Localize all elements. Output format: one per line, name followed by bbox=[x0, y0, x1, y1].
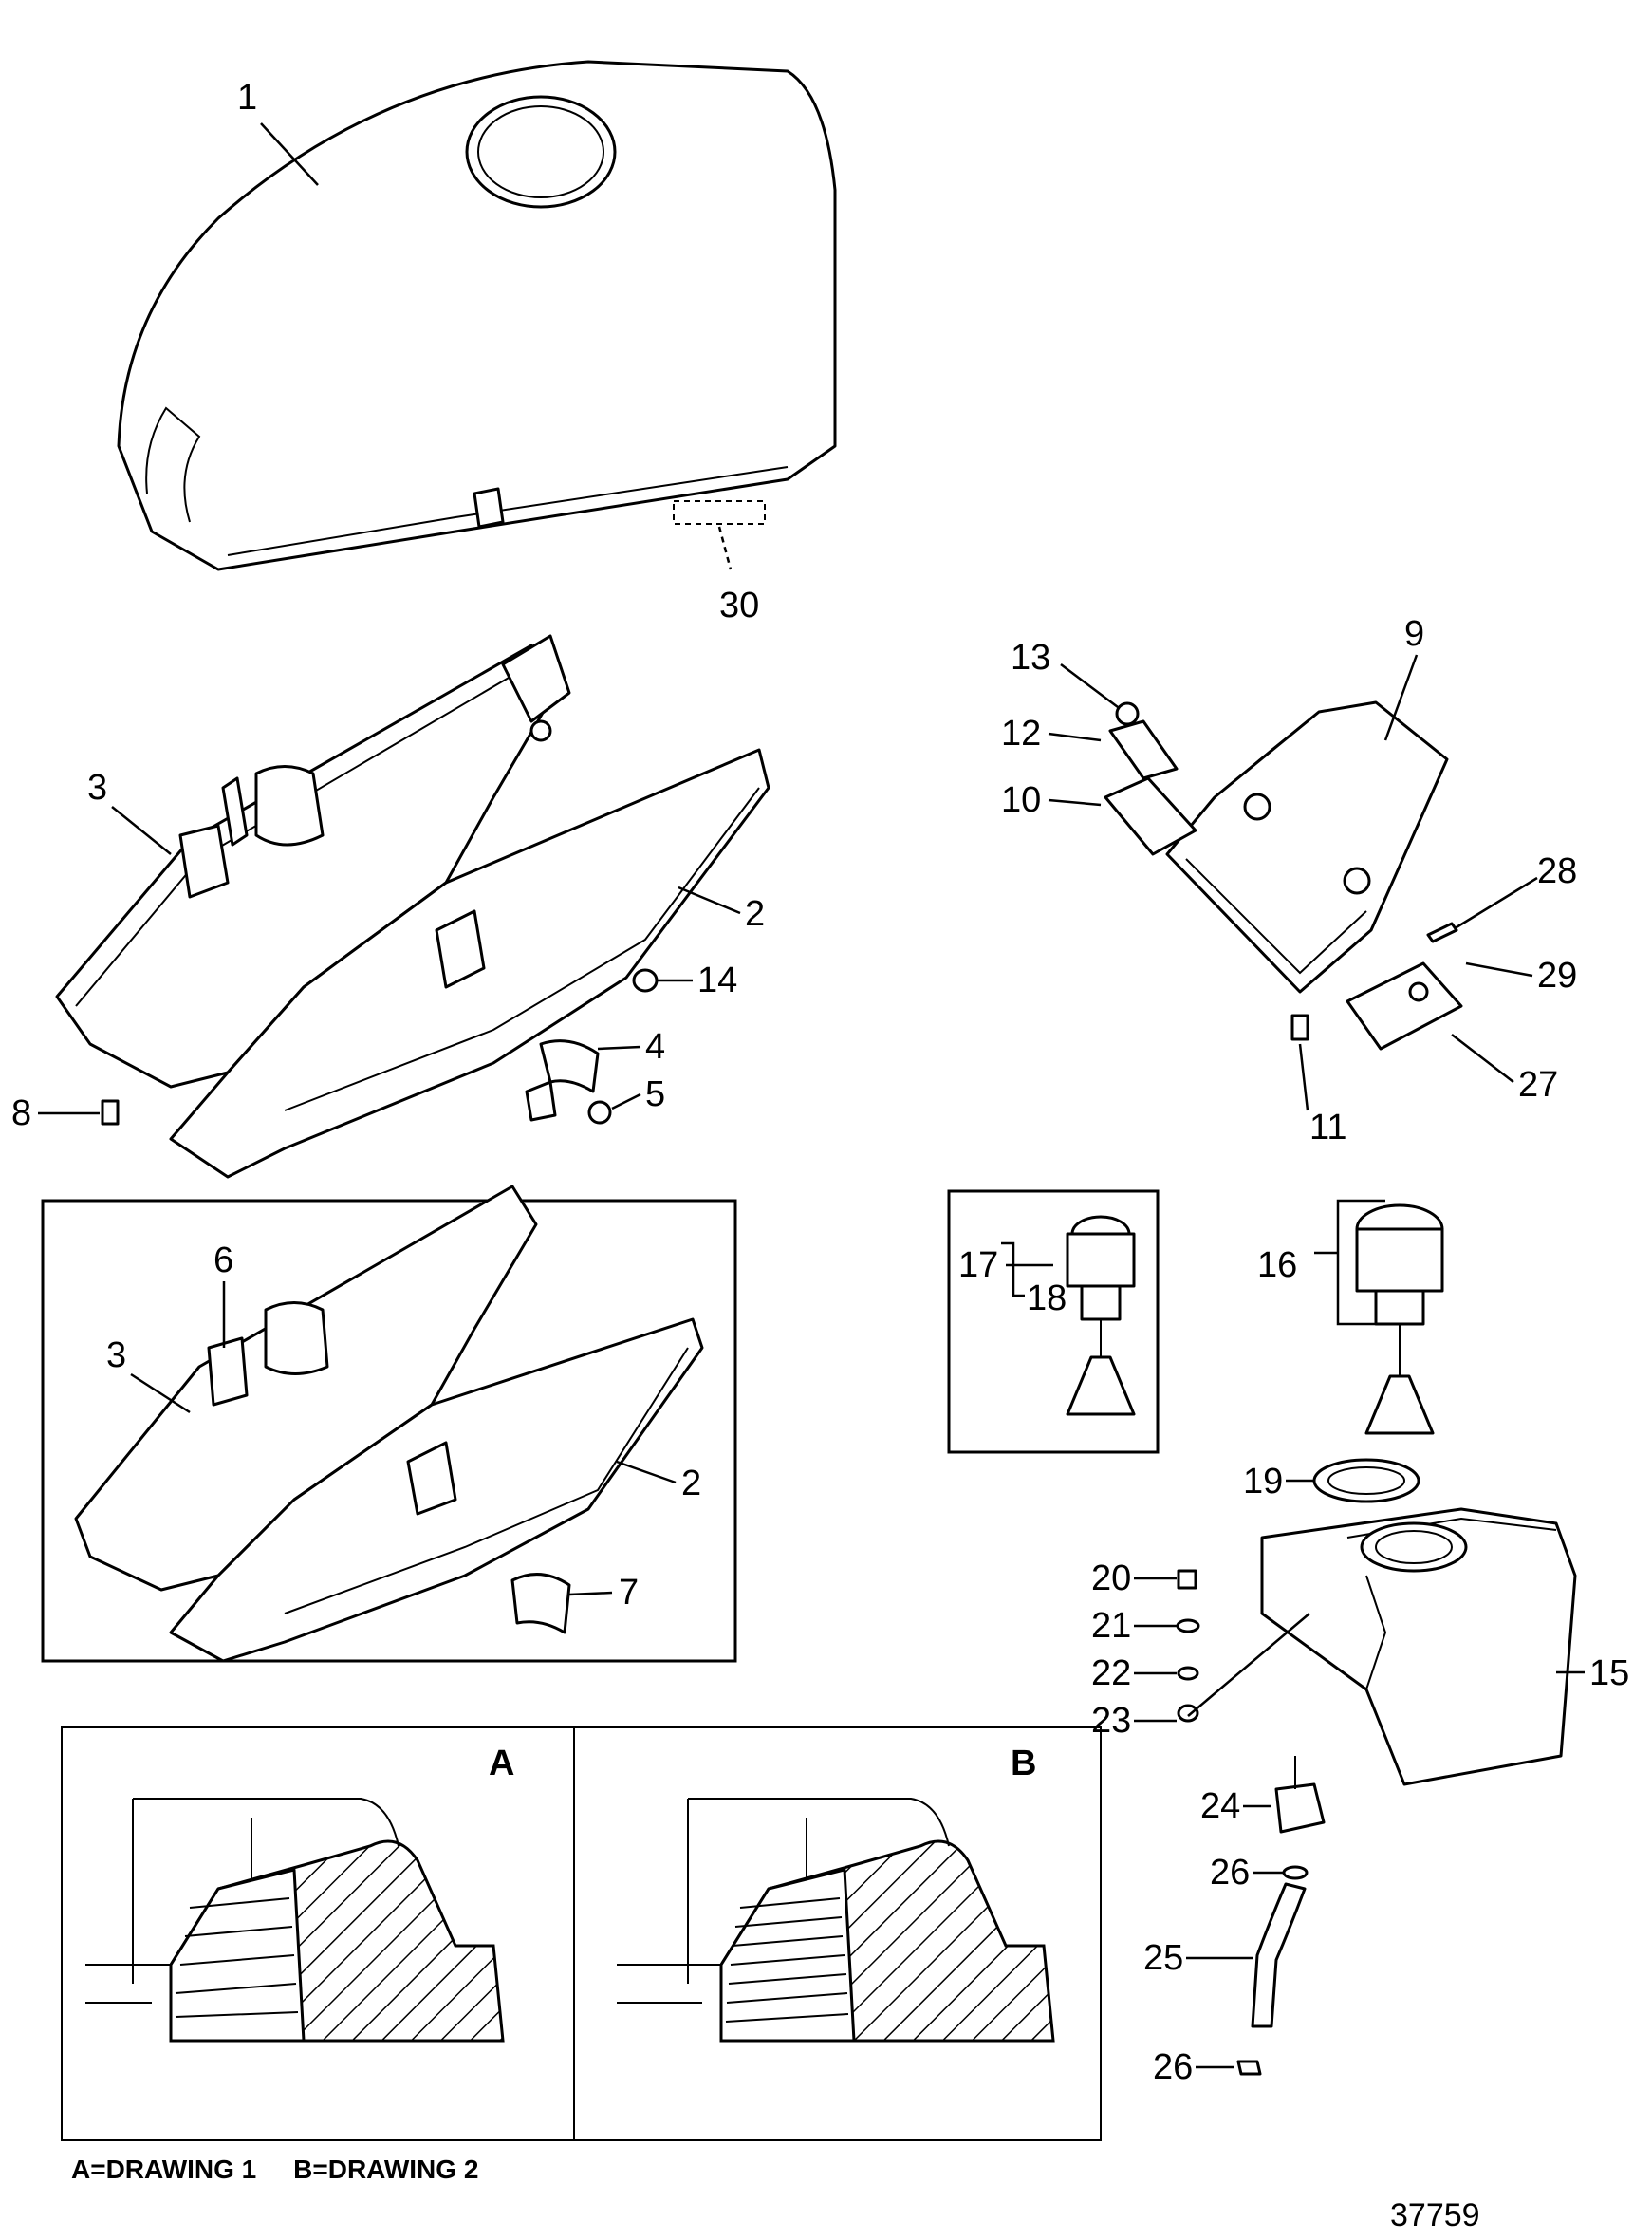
svg-text:22: 22 bbox=[1091, 1653, 1131, 1693]
svg-text:28: 28 bbox=[1537, 851, 1577, 891]
fuel-cap-variant-box: 17 18 bbox=[947, 1189, 1160, 1454]
decal-placeholder: 30 bbox=[673, 500, 766, 625]
svg-text:7: 7 bbox=[619, 1573, 639, 1613]
svg-text:23: 23 bbox=[1091, 1701, 1131, 1741]
svg-text:27: 27 bbox=[1518, 1065, 1558, 1105]
svg-text:3: 3 bbox=[106, 1335, 126, 1375]
svg-text:20: 20 bbox=[1091, 1558, 1131, 1598]
top-cowl bbox=[117, 60, 837, 571]
svg-text:10: 10 bbox=[1001, 780, 1041, 820]
svg-text:2: 2 bbox=[681, 1464, 701, 1503]
callouts-inset: 6 3 2 7 bbox=[106, 1241, 701, 1613]
svg-text:6: 6 bbox=[213, 1241, 233, 1280]
svg-text:17: 17 bbox=[958, 1245, 998, 1285]
callouts-fuel-tank: 19 15 20 21 22 23 24 26 25 26 bbox=[1091, 1462, 1629, 2087]
svg-text:14: 14 bbox=[697, 961, 737, 1000]
svg-text:9: 9 bbox=[1404, 614, 1424, 654]
svg-text:15: 15 bbox=[1589, 1653, 1629, 1693]
svg-text:1: 1 bbox=[237, 78, 257, 118]
detail-panels: A B bbox=[61, 1726, 1102, 2141]
svg-text:18: 18 bbox=[1027, 1278, 1067, 1318]
svg-text:2: 2 bbox=[745, 894, 765, 934]
callouts-mount: 9 13 12 10 11 28 29 27 bbox=[1001, 614, 1577, 1147]
svg-text:4: 4 bbox=[645, 1027, 665, 1067]
callout-1: 1 bbox=[237, 78, 319, 186]
svg-text:26: 26 bbox=[1153, 2047, 1193, 2087]
tank-gasket bbox=[1312, 1458, 1420, 1503]
svg-text:24: 24 bbox=[1200, 1786, 1240, 1826]
fuel-cap: 16 bbox=[1257, 1199, 1444, 1435]
fuel-tank bbox=[1260, 1458, 1577, 1786]
svg-text:8: 8 bbox=[11, 1093, 31, 1133]
mount-bracket bbox=[1165, 700, 1449, 994]
svg-text:26: 26 bbox=[1210, 1853, 1250, 1893]
panel-b-label: B bbox=[1011, 1744, 1036, 1783]
panel-a-label: A bbox=[489, 1744, 514, 1783]
callouts-bottom-cowl: 3 2 14 4 5 8 bbox=[11, 768, 765, 1133]
inset-variant-box bbox=[41, 1185, 737, 1663]
svg-text:29: 29 bbox=[1537, 956, 1577, 996]
svg-text:19: 19 bbox=[1243, 1462, 1283, 1502]
svg-text:30: 30 bbox=[719, 586, 759, 625]
drawing-number: 37759 bbox=[1390, 2197, 1480, 2233]
svg-text:13: 13 bbox=[1011, 638, 1050, 678]
svg-text:16: 16 bbox=[1257, 1245, 1297, 1285]
svg-text:25: 25 bbox=[1143, 1938, 1183, 1978]
svg-text:21: 21 bbox=[1091, 1606, 1131, 1646]
svg-text:5: 5 bbox=[645, 1074, 665, 1114]
svg-text:12: 12 bbox=[1001, 714, 1041, 754]
legend-text: A=DRAWING 1 B=DRAWING 2 bbox=[71, 2155, 478, 2184]
svg-text:11: 11 bbox=[1309, 1108, 1346, 1147]
svg-text:3: 3 bbox=[87, 768, 107, 808]
bottom-cowl-assembly bbox=[55, 634, 770, 1179]
